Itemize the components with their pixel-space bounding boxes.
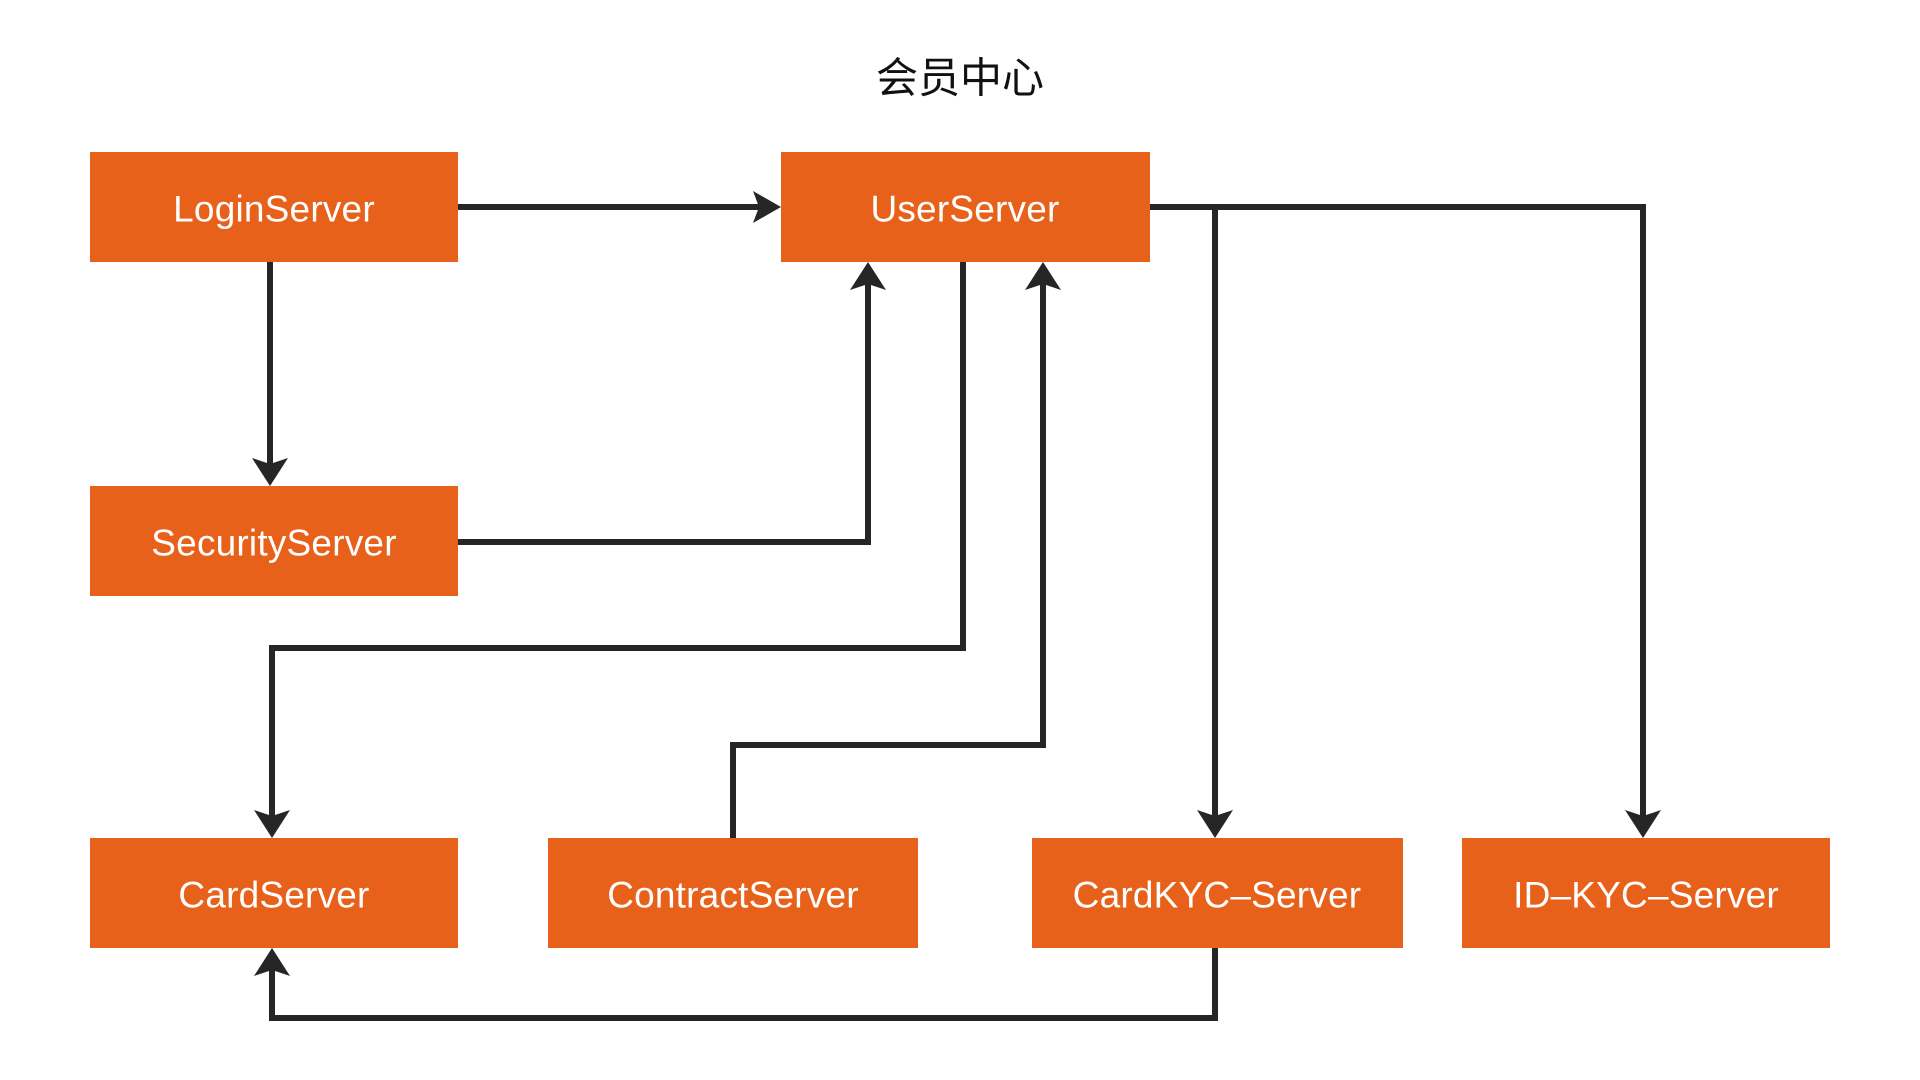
node-card-server[interactable]: CardServer xyxy=(90,838,458,948)
node-cardkyc-server[interactable]: CardKYC–Server xyxy=(1032,838,1403,948)
node-security-server-label: SecurityServer xyxy=(151,523,396,564)
node-contract-server[interactable]: ContractServer xyxy=(548,838,918,948)
node-user-server-rect[interactable] xyxy=(781,152,1150,262)
edge-contract-to-user xyxy=(730,262,1061,838)
node-card-server-rect[interactable] xyxy=(90,838,458,948)
node-layer: LoginServer UserServer SecurityServer Ca… xyxy=(90,152,1830,948)
edge-user-to-idkyc xyxy=(1150,204,1661,838)
node-cardkyc-server-label: CardKYC–Server xyxy=(1073,875,1362,916)
node-card-server-label: CardServer xyxy=(178,875,369,916)
node-idkyc-server-label: ID–KYC–Server xyxy=(1513,875,1779,916)
edge-security-to-user xyxy=(458,262,886,545)
node-user-server[interactable]: UserServer xyxy=(781,152,1150,262)
edge-user-to-cardkyc xyxy=(1150,204,1233,838)
node-login-server-label: LoginServer xyxy=(173,189,375,230)
edge-login-to-user xyxy=(458,191,781,223)
node-login-server[interactable]: LoginServer xyxy=(90,152,458,262)
node-contract-server-label: ContractServer xyxy=(607,875,859,916)
node-idkyc-server[interactable]: ID–KYC–Server xyxy=(1462,838,1830,948)
edge-user-to-card xyxy=(254,262,966,838)
edge-cardkyc-to-card xyxy=(254,948,1218,1021)
page-title: 会员中心 xyxy=(876,54,1044,103)
node-cardkyc-server-rect[interactable] xyxy=(1032,838,1403,948)
node-contract-server-rect[interactable] xyxy=(548,838,918,948)
node-idkyc-server-rect[interactable] xyxy=(1462,838,1830,948)
node-security-server[interactable]: SecurityServer xyxy=(90,486,458,596)
node-security-server-rect[interactable] xyxy=(90,486,458,596)
node-login-server-rect[interactable] xyxy=(90,152,458,262)
node-user-server-label: UserServer xyxy=(870,189,1059,230)
edge-layer xyxy=(252,191,1661,1021)
edge-login-to-security xyxy=(252,262,288,486)
